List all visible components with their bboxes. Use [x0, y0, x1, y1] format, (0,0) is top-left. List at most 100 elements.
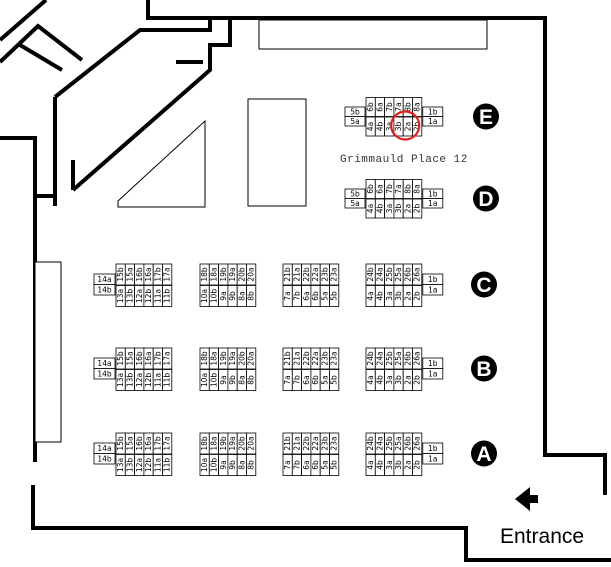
seat-C-20a[interactable]: 20a — [246, 263, 257, 286]
seat-D-6b[interactable]: 6b — [365, 179, 376, 199]
seat-B-21b[interactable]: 21b — [282, 347, 293, 370]
seat-B-25a[interactable]: 25a — [393, 347, 404, 370]
seat-E-6a[interactable]: 6a — [374, 97, 385, 117]
seat-A-13a[interactable]: 13a — [115, 454, 126, 476]
seat-C-20b[interactable]: 20b — [236, 263, 247, 286]
seat-C-17a[interactable]: 17a — [162, 263, 173, 286]
seat-A-17a[interactable]: 17a — [162, 432, 173, 455]
seat-A-12a[interactable]: 12a — [134, 454, 145, 476]
seat-C-4b[interactable]: 4b — [374, 285, 385, 307]
seat-A-18a[interactable]: 18a — [208, 432, 220, 455]
seat-C-8b[interactable]: 8b — [246, 285, 257, 307]
seat-E-5a[interactable]: 5a — [344, 116, 366, 127]
seat-B-10a[interactable]: 10a — [199, 369, 210, 391]
seat-C-6b[interactable]: 6b — [310, 285, 321, 307]
seat-E-4a[interactable]: 4a — [365, 116, 376, 137]
seat-E-4b[interactable]: 4b — [374, 116, 385, 137]
seat-B-20a[interactable]: 20a — [246, 347, 257, 370]
seat-B-10b[interactable]: 10b — [208, 369, 220, 391]
seat-D-8b[interactable]: 8b — [402, 179, 413, 199]
seat-C-25a[interactable]: 25a — [393, 263, 404, 286]
seat-A-1a[interactable]: 1a — [422, 453, 444, 465]
seat-C-24b[interactable]: 24b — [365, 263, 376, 286]
seat-A-8a[interactable]: 8a — [236, 454, 247, 476]
seat-E-7b[interactable]: 7b — [384, 97, 395, 117]
seat-B-8a[interactable]: 8a — [236, 369, 247, 391]
seat-B-9b[interactable]: 9b — [227, 369, 238, 391]
seat-A-4b[interactable]: 4b — [374, 454, 385, 476]
seat-B-19a[interactable]: 19a — [227, 347, 238, 370]
seat-B-2b[interactable]: 2b — [412, 369, 423, 391]
seat-A-6b[interactable]: 6b — [310, 454, 321, 476]
seat-B-6b[interactable]: 6b — [310, 369, 321, 391]
seat-B-21a[interactable]: 21a — [291, 347, 302, 370]
seat-B-20b[interactable]: 20b — [236, 347, 247, 370]
seat-B-4b[interactable]: 4b — [374, 369, 385, 391]
seat-A-26b[interactable]: 26b — [402, 432, 413, 455]
seat-A-15a[interactable]: 15a — [124, 432, 136, 455]
seat-C-9a[interactable]: 9a — [218, 285, 229, 307]
seat-C-24a[interactable]: 24a — [374, 263, 385, 286]
seat-A-9a[interactable]: 9a — [218, 454, 229, 476]
seat-A-11b[interactable]: 11b — [162, 454, 173, 476]
seat-C-19b[interactable]: 19b — [218, 263, 229, 286]
seat-C-5a[interactable]: 5a — [319, 285, 330, 307]
seat-A-9b[interactable]: 9b — [227, 454, 238, 476]
seat-A-5a[interactable]: 5a — [319, 454, 330, 476]
seat-A-3a[interactable]: 3a — [384, 454, 395, 476]
seat-B-7a[interactable]: 7a — [282, 369, 293, 391]
seat-D-4b[interactable]: 4b — [374, 198, 385, 219]
seat-B-2a[interactable]: 2a — [402, 369, 413, 391]
seat-A-24b[interactable]: 24b — [365, 432, 376, 455]
seat-D-1b[interactable]: 1b — [422, 188, 444, 199]
seat-B-24b[interactable]: 24b — [365, 347, 376, 370]
seat-A-7a[interactable]: 7a — [282, 454, 293, 476]
seat-A-2a[interactable]: 2a — [402, 454, 413, 476]
seat-D-3a[interactable]: 3a — [384, 198, 395, 219]
seat-E-3b[interactable]: 3b — [393, 116, 404, 137]
seat-B-14b[interactable]: 14b — [93, 368, 116, 380]
seat-D-4a[interactable]: 4a — [365, 198, 376, 219]
seat-D-2a[interactable]: 2a — [402, 198, 413, 219]
seat-C-9b[interactable]: 9b — [227, 285, 238, 307]
seat-D-2b[interactable]: 2b — [412, 198, 423, 219]
seat-C-11b[interactable]: 11b — [162, 285, 173, 307]
seat-A-22a[interactable]: 22a — [310, 432, 321, 455]
seat-A-5b[interactable]: 5b — [329, 454, 340, 476]
seat-A-15b[interactable]: 15b — [115, 432, 126, 455]
seat-C-7b[interactable]: 7b — [291, 285, 302, 307]
seat-B-17a[interactable]: 17a — [162, 347, 173, 370]
seat-B-1a[interactable]: 1a — [422, 368, 444, 380]
seat-A-11a[interactable]: 11a — [152, 454, 163, 476]
seat-B-23b[interactable]: 23b — [319, 347, 330, 370]
seat-C-18b[interactable]: 18b — [199, 263, 210, 286]
seat-A-16a[interactable]: 16a — [143, 432, 154, 455]
seat-A-6a[interactable]: 6a — [301, 454, 312, 476]
seat-D-8a[interactable]: 8a — [412, 179, 423, 199]
seat-A-21b[interactable]: 21b — [282, 432, 293, 455]
seat-C-4a[interactable]: 4a — [365, 285, 376, 307]
seat-B-12a[interactable]: 12a — [134, 369, 145, 391]
seat-C-17b[interactable]: 17b — [152, 263, 163, 286]
seat-C-14a[interactable]: 14a — [93, 273, 116, 285]
seat-D-7a[interactable]: 7a — [393, 179, 404, 199]
seat-C-25b[interactable]: 25b — [384, 263, 395, 286]
seat-C-3b[interactable]: 3b — [393, 285, 404, 307]
seat-B-24a[interactable]: 24a — [374, 347, 385, 370]
seat-C-2b[interactable]: 2b — [412, 285, 423, 307]
seat-C-8a[interactable]: 8a — [236, 285, 247, 307]
seat-C-15b[interactable]: 15b — [115, 263, 126, 286]
seat-C-3a[interactable]: 3a — [384, 285, 395, 307]
seat-D-5a[interactable]: 5a — [344, 198, 366, 209]
seat-A-13b[interactable]: 13b — [124, 454, 136, 476]
seat-C-26a[interactable]: 26a — [412, 263, 423, 286]
seat-B-9a[interactable]: 9a — [218, 369, 229, 391]
seat-C-21a[interactable]: 21a — [291, 263, 302, 286]
seat-C-7a[interactable]: 7a — [282, 285, 293, 307]
seat-A-25a[interactable]: 25a — [393, 432, 404, 455]
seat-E-1a[interactable]: 1a — [422, 116, 444, 127]
seat-B-8b[interactable]: 8b — [246, 369, 257, 391]
seat-A-8b[interactable]: 8b — [246, 454, 257, 476]
seat-C-26b[interactable]: 26b — [402, 263, 413, 286]
seat-A-20a[interactable]: 20a — [246, 432, 257, 455]
